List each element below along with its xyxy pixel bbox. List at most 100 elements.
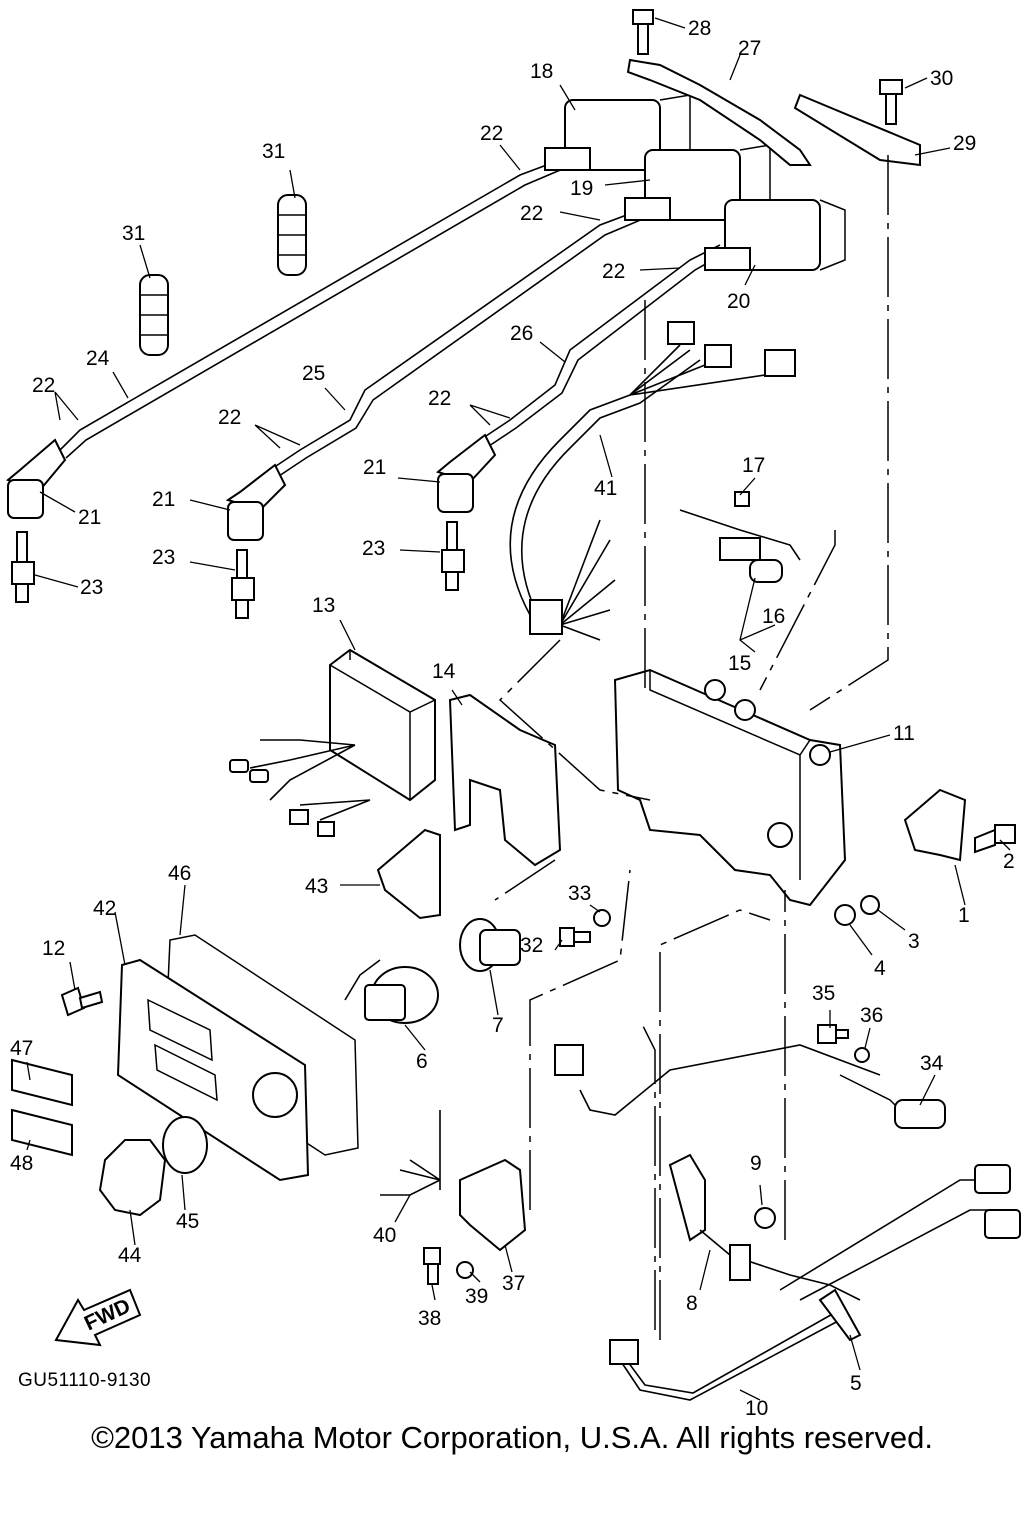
copyright-notice: ©2013 Yamaha Motor Corporation, U.S.A. A…: [91, 1420, 933, 1455]
sensor-34: [554, 1044, 946, 1129]
washer-39: [456, 1261, 474, 1279]
ground-plate-29: [793, 93, 921, 167]
nut-4: [834, 904, 856, 926]
callout-46: 46: [168, 862, 191, 885]
callout-32: 32: [520, 934, 543, 957]
wire-harness-41: [509, 321, 796, 641]
spark-plug-23-c: [441, 521, 465, 591]
callout-12: 12: [42, 937, 65, 960]
washer-33: [593, 909, 611, 927]
high-tension-lead-25: [269, 209, 646, 479]
callout-15: 15: [728, 652, 751, 675]
callout-23b: 23: [152, 546, 175, 569]
callout-20: 20: [727, 290, 750, 313]
callouts: 1 2 3 4 5 6 7 8 9 10 11 12 13 14 15 16 1…: [10, 17, 1015, 1420]
bolt-30: [879, 79, 903, 125]
bolt-12: [60, 986, 104, 1017]
callout-48: 48: [10, 1152, 33, 1175]
callout-28: 28: [688, 17, 711, 40]
callout-13: 13: [312, 594, 335, 617]
high-tension-lead-24: [59, 159, 566, 459]
label-47: [11, 1058, 73, 1107]
callout-23: 23: [80, 576, 103, 599]
callout-21c: 21: [363, 456, 386, 479]
callout-26: 26: [510, 322, 533, 345]
callout-5: 5: [850, 1372, 862, 1395]
callout-23c: 23: [362, 537, 385, 560]
callout-38: 38: [418, 1307, 441, 1330]
callout-11: 11: [893, 722, 915, 745]
callout-21: 21: [78, 506, 101, 529]
callout-3: 3: [908, 930, 920, 953]
callout-27: 27: [738, 37, 761, 60]
callout-2: 2: [1003, 850, 1015, 873]
bolt-28: [632, 9, 654, 55]
bolt-35: [817, 1024, 849, 1044]
clamp-5: [818, 1288, 862, 1342]
label-48: [11, 1108, 73, 1157]
spark-plug-23-a: [11, 531, 35, 603]
bracket-1: [903, 788, 967, 862]
callout-30: 30: [930, 67, 953, 90]
callout-22c: 22: [602, 260, 625, 283]
callout-9: 9: [750, 1152, 762, 1175]
washer-3: [860, 895, 880, 915]
callout-44: 44: [118, 1244, 142, 1267]
start-switch-6: [344, 959, 439, 1024]
bracket-14: [448, 693, 562, 867]
callout-42: 42: [93, 897, 116, 920]
diagram-code: GU51110-9130: [18, 1370, 152, 1391]
callout-43: 43: [305, 875, 328, 898]
callout-36: 36: [860, 1004, 883, 1027]
callout-22e: 22: [218, 406, 241, 429]
callout-24: 24: [86, 347, 110, 370]
cover-42: [116, 958, 310, 1182]
ignition-coil-19: [624, 144, 771, 221]
clamp-31-b: [139, 274, 169, 356]
cap-44: [98, 1139, 167, 1217]
bolt-38: [423, 1247, 441, 1285]
plug-cap-21-a: [5, 438, 67, 519]
callout-10: 10: [745, 1397, 768, 1420]
callout-35: 35: [812, 982, 835, 1005]
harness-10: [609, 1311, 841, 1401]
callout-41: 41: [594, 477, 617, 500]
bolt-2: [974, 824, 1016, 854]
callout-34: 34: [920, 1052, 944, 1075]
callout-16: 16: [762, 605, 785, 628]
high-tension-lead-26: [479, 244, 726, 449]
callout-14: 14: [432, 660, 456, 683]
cover-port: [252, 1072, 298, 1118]
starter-relay-7: [459, 918, 521, 972]
callout-47: 47: [10, 1037, 33, 1060]
callout-22d: 22: [32, 374, 55, 397]
washer-36: [854, 1047, 870, 1063]
cover-43: [376, 828, 441, 920]
rectifier-37: [380, 1110, 527, 1252]
label-area: [147, 998, 218, 1102]
plug-cap-21-b: [225, 463, 287, 541]
grommet-9: [754, 1207, 776, 1229]
callout-8: 8: [686, 1292, 698, 1315]
callout-22f: 22: [428, 387, 451, 410]
callout-31: 31: [262, 140, 285, 163]
ignition-coil-20: [704, 199, 846, 271]
cables: [779, 1164, 1021, 1301]
callout-22b: 22: [520, 202, 543, 225]
construction-lines: [494, 155, 889, 1340]
callout-17: 17: [742, 454, 765, 477]
callout-40: 40: [373, 1224, 396, 1247]
cdi-unit-13: [229, 648, 436, 837]
callout-18: 18: [530, 60, 553, 83]
spark-plug-23-b: [231, 549, 255, 619]
ignition-coil-18: [544, 94, 691, 171]
callout-4: 4: [874, 957, 886, 980]
coil-bracket-27: [626, 58, 812, 166]
callout-37: 37: [502, 1272, 525, 1295]
electrical-box-11: [613, 668, 847, 907]
harness-8: [668, 1153, 861, 1301]
callout-7: 7: [492, 1014, 504, 1037]
callout-31b: 31: [122, 222, 145, 245]
callout-45: 45: [176, 1210, 199, 1233]
